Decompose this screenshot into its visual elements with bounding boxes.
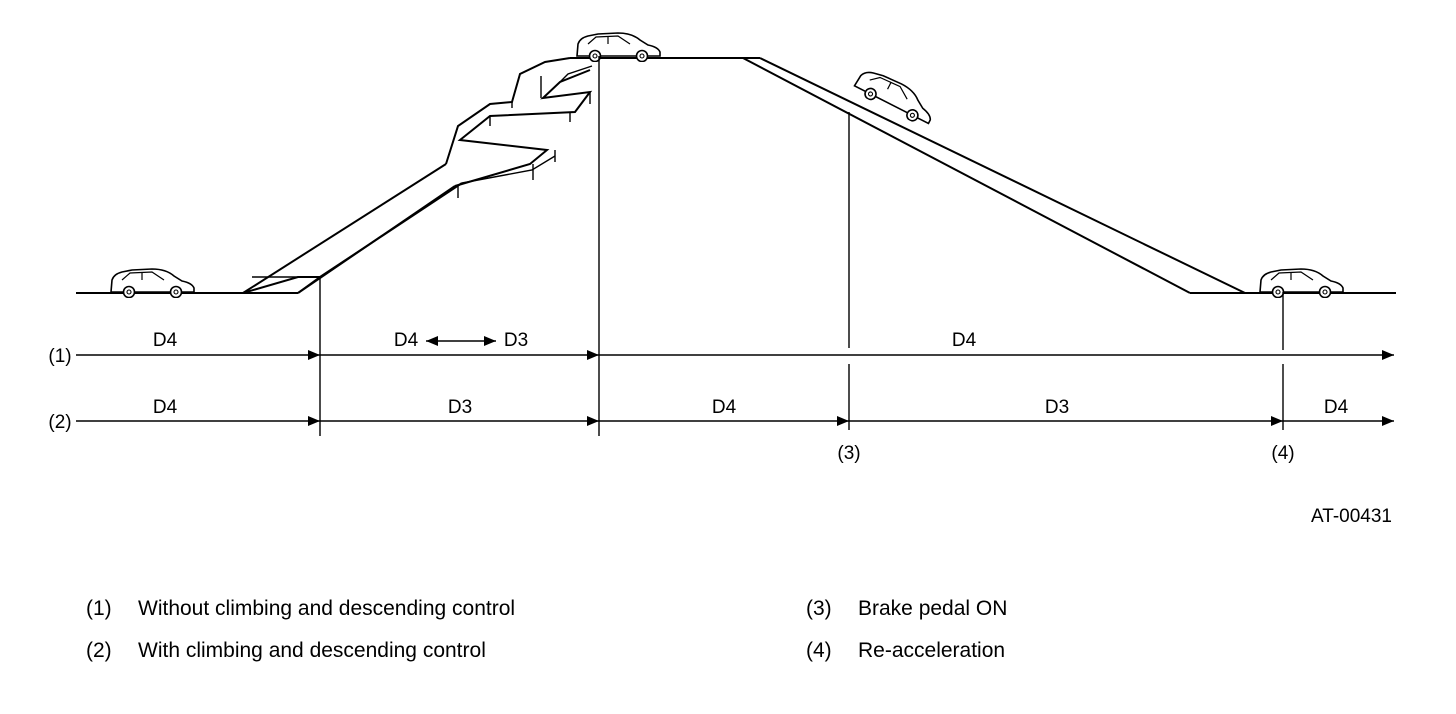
row-2-label: (2) — [48, 412, 71, 433]
car-icon — [851, 64, 940, 130]
legend-item: (2) With climbing and descending control — [86, 640, 486, 661]
legend-text: Without climbing and descending control — [138, 597, 516, 620]
legend-text: Re-acceleration — [858, 639, 1006, 662]
row-1-gear-d4-mid: D4 — [394, 330, 419, 351]
legend-number: (4) — [806, 639, 832, 662]
row-2-gear-d4-summit: D4 — [712, 397, 737, 418]
figure-id: AT-00431 — [1311, 506, 1392, 527]
legend-item: (4) Re-acceleration — [806, 640, 1005, 661]
legend-number: (2) — [86, 639, 112, 662]
legend-number: (1) — [86, 597, 112, 620]
road-profile — [76, 57, 1396, 294]
legend-item: (1) Without climbing and descending contr… — [86, 598, 515, 619]
transition-lines — [319, 56, 1284, 436]
legend-item: (3) Brake pedal ON — [806, 598, 1007, 619]
row-2-gear-d4-start: D4 — [153, 397, 178, 418]
row-1-gear-d4-start: D4 — [153, 330, 178, 351]
marker-3: (3) — [837, 443, 860, 464]
legend-text: With climbing and descending control — [138, 639, 486, 662]
row-2-timeline: (2) D4 D3 D4 D3 D4 — [48, 397, 1394, 433]
row-1-timeline: (1) D4 D4 D3 D4 — [48, 330, 1394, 367]
legend-text: Brake pedal ON — [858, 597, 1008, 620]
row-2-gear-d3-climb: D3 — [448, 397, 472, 418]
row-1-gear-d3-mid: D3 — [504, 330, 528, 351]
legend-number: (3) — [806, 597, 832, 620]
row-2-gear-d4-end: D4 — [1324, 397, 1349, 418]
row-2-gear-d3-descent: D3 — [1045, 397, 1069, 418]
row-1-label: (1) — [48, 346, 71, 367]
row-1-gear-d4-end: D4 — [952, 330, 977, 351]
marker-4: (4) — [1271, 443, 1294, 464]
